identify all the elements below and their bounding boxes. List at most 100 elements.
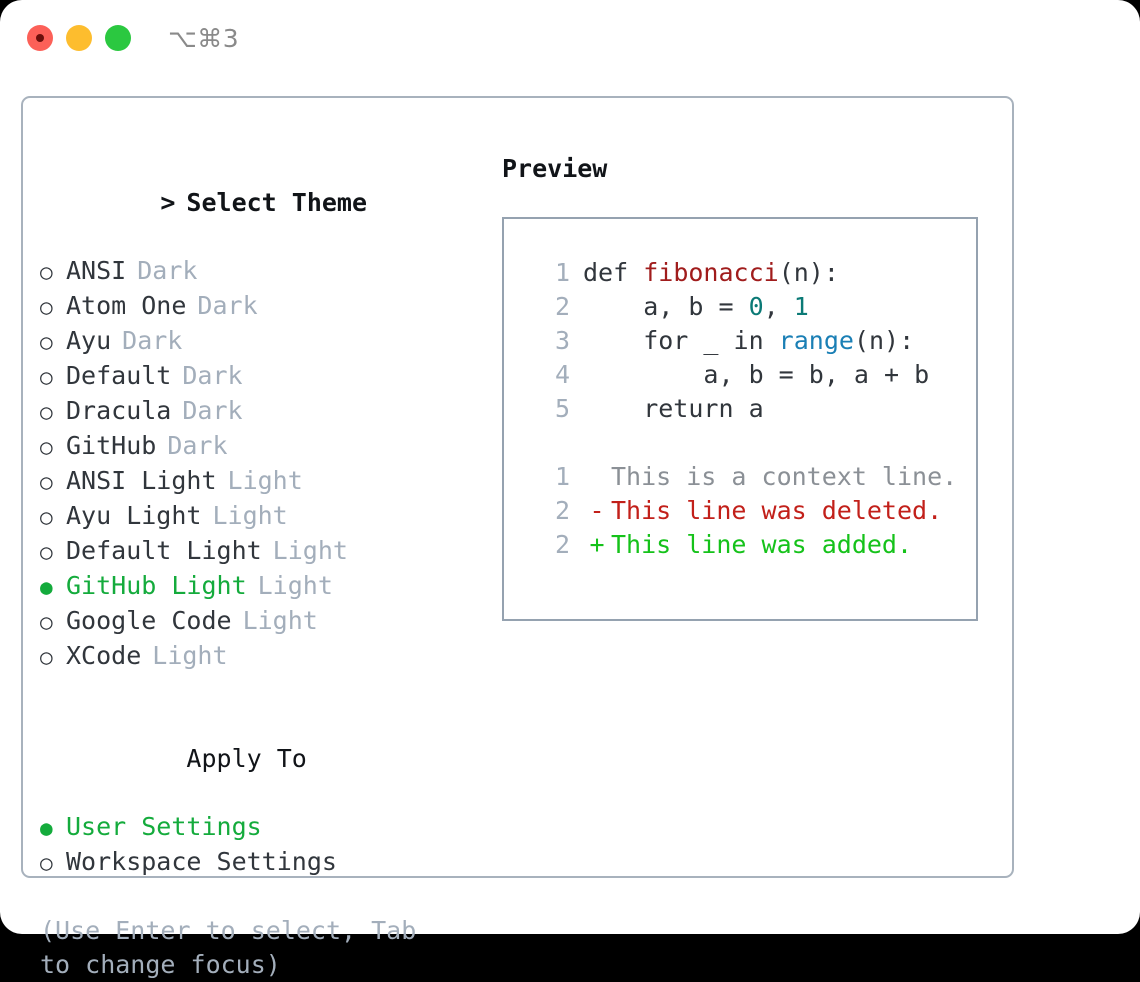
apply-to-heading: Apply To [40,708,470,810]
code-line-text: a, b = 0, 1 [583,290,809,324]
theme-option-variant-tag: Light [242,606,318,635]
theme-option-ayu-light[interactable]: ○ Ayu Light Light [40,499,470,534]
code-token-plain: for _ in [583,326,779,355]
theme-option-variant-tag: Dark [197,291,258,320]
code-line-number: 1 [554,258,570,287]
code-token-num: 0 [748,292,764,321]
radio-unselected-icon: ○ [40,610,53,634]
code-token-plain: def [583,258,644,287]
theme-option-label: Ayu [66,326,112,355]
radio-unselected-icon: ○ [40,645,53,669]
theme-option-default[interactable]: ○ Default Dark [40,359,470,394]
code-line-number: 5 [554,394,570,423]
code-diff-spacer [504,426,976,460]
code-token-plain: a, b = b, a + b [583,360,930,389]
radio-selected-icon: ● [40,575,53,599]
radio-unselected-icon: ○ [40,851,53,875]
radio-selected-icon: ● [40,816,53,840]
diff-line-number: 2 [554,530,570,559]
theme-option-dracula[interactable]: ○ Dracula Dark [40,394,470,429]
theme-option-label: ANSI Light [66,466,217,495]
apply-to-option-user-settings[interactable]: ●User Settings [40,810,470,845]
diff-line-context: 1 This is a context line. [504,460,976,494]
radio-unselected-icon: ○ [40,505,53,529]
apply-to-option-list: ●User Settings○Workspace Settings [40,810,470,880]
theme-option-label: XCode [66,641,142,670]
select-theme-heading-label: Select Theme [186,188,368,217]
theme-option-label: ANSI [66,256,127,285]
diff-line-text: This line was deleted. [611,496,943,525]
zoom-icon[interactable] [105,25,131,51]
code-token-num: 1 [793,292,809,321]
theme-option-variant-tag: Light [227,466,303,495]
theme-option-default-light[interactable]: ○ Default Light Light [40,534,470,569]
radio-unselected-icon: ○ [40,400,53,424]
code-line: 2 a, b = 0, 1 [504,290,976,324]
theme-option-ansi-light[interactable]: ○ ANSI Light Light [40,464,470,499]
diff-line-number: 1 [554,462,570,491]
radio-unselected-icon: ○ [40,260,53,284]
theme-option-label: Ayu Light [66,501,202,530]
theme-option-label: Default Light [66,536,262,565]
code-token-fn: fibonacci [643,258,779,287]
title-bar: ⌥⌘3 [0,0,1140,78]
code-line: 5 return a [504,392,976,426]
minimize-icon[interactable] [66,25,92,51]
theme-option-variant-tag: Light [152,641,228,670]
theme-option-variant-tag: Dark [137,256,198,285]
theme-option-variant-tag: Light [272,536,348,565]
window-title: ⌥⌘3 [168,24,240,53]
theme-option-label: Atom One [66,291,187,320]
code-token-plain: (n): [778,258,839,287]
radio-unselected-icon: ○ [40,330,53,354]
code-token-call: range [778,326,854,355]
theme-option-variant-tag: Dark [182,396,243,425]
code-line-text: return a [583,392,763,426]
code-line-text: a, b = b, a + b [583,358,929,392]
theme-option-xcode[interactable]: ○ XCode Light [40,639,470,674]
radio-unselected-icon: ○ [40,540,53,564]
diff-marker-icon: - [589,496,605,525]
theme-option-label: Google Code [66,606,232,635]
theme-option-label: Dracula [66,396,172,425]
diff-line-number: 2 [554,496,570,525]
radio-unselected-icon: ○ [40,470,53,494]
theme-option-variant-tag: Light [212,501,288,530]
theme-option-variant-tag: Dark [167,431,228,460]
theme-option-github[interactable]: ○ GitHub Dark [40,429,470,464]
close-icon[interactable] [27,25,53,51]
code-line-text: for _ in range(n): [583,324,914,358]
code-line-number: 2 [554,292,570,321]
code-line: 4 a, b = b, a + b [504,358,976,392]
code-line-number: 3 [554,326,570,355]
code-token-plain: , [763,292,794,321]
theme-option-label: Default [66,361,172,390]
theme-option-variant-tag: Light [257,571,333,600]
theme-option-google-code[interactable]: ○ Google Code Light [40,604,470,639]
apply-to-option-workspace-settings[interactable]: ○Workspace Settings [40,845,470,880]
diff-line-text: This is a context line. [611,462,958,491]
code-line: 3 for _ in range(n): [504,324,976,358]
diff-sample: 1 This is a context line.2-This line was… [504,460,976,562]
apply-to-heading-label: Apply To [186,744,307,773]
theme-option-variant-tag: Dark [182,361,243,390]
radio-unselected-icon: ○ [40,365,53,389]
diff-line-del: 2-This line was deleted. [504,494,976,528]
code-line-number: 4 [554,360,570,389]
code-token-plain: (n): [853,326,915,355]
theme-option-ansi[interactable]: ○ ANSI Dark [40,254,470,289]
caret-icon: > [160,188,176,217]
radio-unselected-icon: ○ [40,435,53,459]
theme-option-label: GitHub [66,431,157,460]
diff-marker-icon [583,460,611,494]
